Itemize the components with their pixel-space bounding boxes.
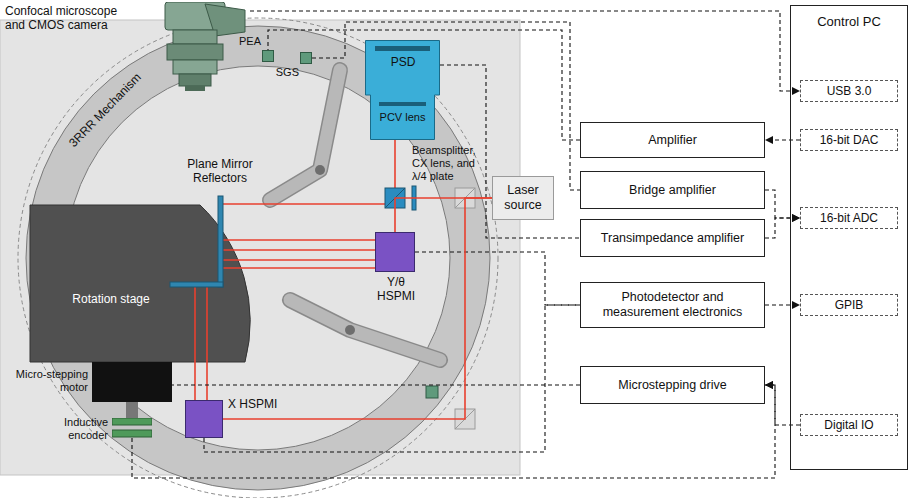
microscope-body [173,30,217,44]
objective [173,60,217,74]
node-text: Photodetector and measurement electronic… [587,290,758,320]
control-pc: Control PC USB 3.0 16-bit DAC 16-bit ADC GPI… [790,5,908,470]
psd-detector: PSD PCV lens [365,40,440,140]
motor: Micro-stepping motor [92,362,172,402]
plane-mirror [218,196,223,287]
node-text: Amplifier [648,133,697,148]
laser-beam [206,287,208,400]
signal-line [765,139,800,140]
signal-line [204,305,580,452]
signal-line [765,190,800,218]
motor-shaft [126,402,138,418]
signal-line [172,384,580,385]
node-text: X HSPMI [228,397,290,411]
camera-illustration: Confocal microscope and CMOS camera [145,2,250,92]
rotation-stage [30,205,250,362]
detector-plate [375,46,430,51]
joint [315,165,325,175]
io-port: Digital IO [800,414,898,436]
io-port: GPIB [800,294,898,316]
io-port: 16-bit ADC [800,207,898,229]
part-label: Beamsplitter, CX lens, and λ/4 plate [412,144,482,183]
signal-line [765,218,800,238]
laser-beam [395,198,492,232]
encoder-drawing [112,418,152,438]
signal-line [312,22,580,190]
laser-beam [194,287,196,400]
link-arm [290,300,440,360]
node-text: PCV lens [370,111,435,124]
actuator-block: PEA [262,50,274,62]
node-text: Confocal microscope and CMOS camera [5,4,139,32]
electronics-box: Photodetector and measurement electronic… [580,282,765,328]
node-text: Digital IO [824,418,873,432]
signal-line [268,30,580,140]
encoder-bar [112,418,152,425]
laser-beam [223,249,375,251]
sensor-block: SGS [300,52,312,64]
actuator-block [426,386,438,398]
laser-beam [223,259,375,261]
node-text: Inductive encoder [30,416,108,442]
node-text: Y/θ HSPMI [370,275,422,303]
node-text: Micro-stepping motor [4,368,88,394]
psd-housing [366,41,440,140]
node-text: PSD [383,55,423,69]
node-text: 16-bit DAC [820,133,879,147]
laser-box: Laser source [492,176,554,220]
laser-beam [223,267,375,269]
amplifier-box: Bridge amplifier [580,171,765,209]
encoder-bar [112,430,152,437]
node-text: PEA [237,35,261,48]
part-label: Rotation stage [56,292,166,306]
signal-line [765,304,800,305]
lens-plate [379,102,426,106]
node-text: Microstepping drive [618,378,726,393]
objective [185,86,205,91]
node-text: Transimpedance amplifier [601,231,744,246]
node-text: Control PC [791,14,907,29]
joint [345,325,355,335]
interferometer: Y/θ HSPMI [375,232,415,272]
node-text: SGS [273,66,299,79]
ring-outline [18,18,498,498]
interferometer: X HSPMI [185,400,223,438]
io-port: 16-bit DAC [800,129,898,151]
drive-box: Microstepping drive [580,366,765,404]
link-arm [290,300,440,360]
node-text: USB 3.0 [827,84,872,98]
laser-beam [223,198,492,419]
amplifier-box: Transimpedance amplifier [580,219,765,257]
ring-outline [26,26,490,490]
laser-beam [223,239,375,241]
amplifier-box: Amplifier [580,122,765,158]
plane-mirror [170,282,223,287]
objective [179,74,211,86]
encoder: Inductive encoder [112,418,152,438]
link-arm [270,70,340,200]
frame-ground [0,20,520,475]
io-port: USB 3.0 [800,80,898,102]
signal-line [415,252,580,305]
node-text: 16-bit ADC [820,211,878,225]
microscope-body [167,44,223,60]
camera-drawing [145,2,250,92]
node-text: Bridge amplifier [629,183,716,198]
signal-line [250,11,800,91]
signal-line [765,385,800,425]
part-label: Plane Mirror Reflectors [178,157,262,185]
node-text: Laser source [499,183,547,213]
laser-beam [394,140,396,188]
link-arm [270,70,340,200]
laser-beam [223,203,385,205]
node-text: GPIB [835,298,864,312]
